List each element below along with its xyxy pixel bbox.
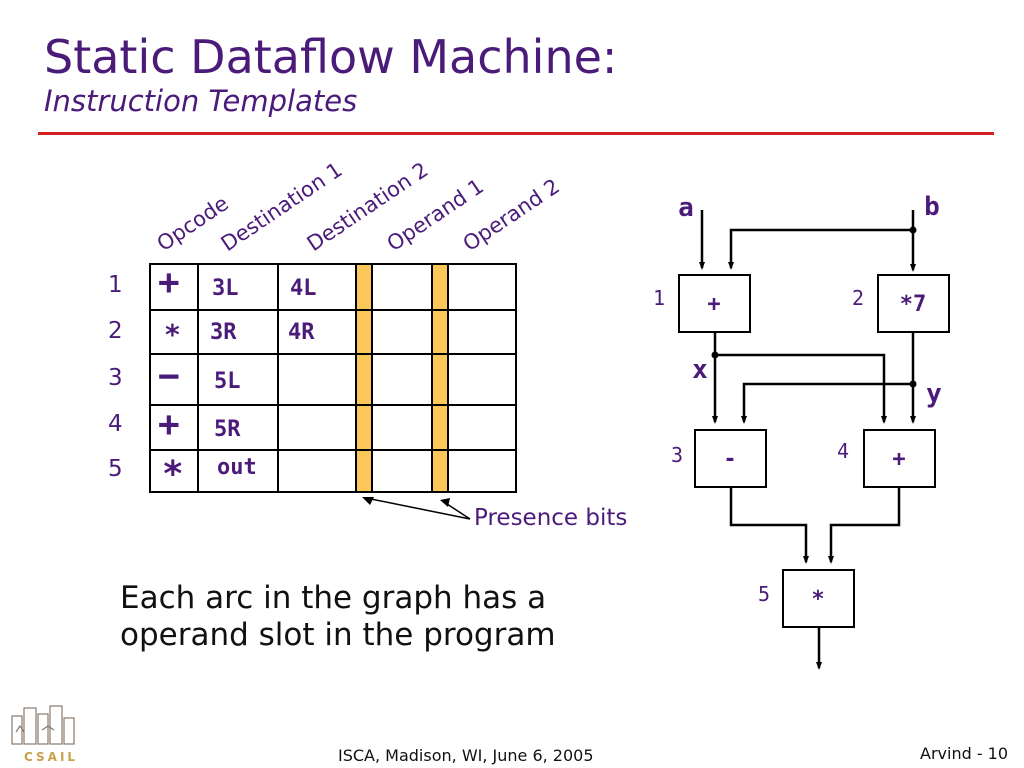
dest1-row-3: 5L [214,369,241,394]
node-3-box [694,429,767,488]
row-number-1: 1 [108,272,123,298]
dest1-row-2: 3R [210,320,237,345]
node-2-box [877,274,950,333]
row-number-4: 4 [108,411,123,437]
node-3-label: - [723,447,736,472]
description-text: Each arc in the graph has a operand slot… [120,580,556,654]
row-number-3: 3 [108,365,123,391]
presence-bit-column-1 [356,264,372,492]
node-2-number: 2 [852,286,864,310]
footer-event: ISCA, Madison, WI, June 6, 2005 [338,746,594,765]
node-5-box [782,569,855,628]
edge-x-to-4 [715,353,887,424]
description-line-2: operand slot in the program [120,617,556,653]
opcode-4: + [158,404,180,445]
csail-logo-text: CSAIL [24,750,79,764]
csail-logo-icon [11,705,75,745]
row-number-2: 2 [108,318,123,344]
edge-label-x: x [692,355,708,385]
slide-title: Static Dataflow Machine: [44,30,618,84]
dest1-row-4: 5R [214,417,241,442]
node-2-label: *7 [900,292,927,317]
row-number-5: 5 [108,456,123,482]
node-5-label: * [811,587,824,612]
input-a-label: a [678,193,694,223]
opcode-5: * [162,454,184,495]
dest1-row-5: out [217,455,257,480]
node-1-box [678,274,751,333]
node-3-number: 3 [671,443,683,467]
opcode-3: − [158,356,180,397]
dest2-row-2: 4R [288,320,315,345]
edge-y-to-3 [741,382,913,424]
input-b-label: b [924,192,940,222]
title-divider [38,132,994,135]
dest2-row-1: 4L [290,276,317,301]
description-line-1: Each arc in the graph has a [120,580,547,616]
node-4-number: 4 [837,439,849,463]
node-4-box [863,429,936,488]
opcode-1: + [158,262,180,303]
edge-b-to-1 [728,228,913,270]
node-5-number: 5 [758,582,770,606]
node-1-number: 1 [653,286,665,310]
presence-bits-label: Presence bits [474,505,628,531]
presence-bit-column-2 [432,264,448,492]
edge-4-to-5 [828,487,901,564]
footer-page: Arvind - 10 [920,744,1009,763]
edge-3-to-5 [729,487,809,564]
edge-label-y: y [926,379,942,409]
slide-subtitle: Instruction Templates [44,84,358,118]
dest1-row-1: 3L [212,276,239,301]
opcode-2: * [164,318,181,351]
node-4-label: + [892,447,905,472]
node-1-label: + [707,292,720,317]
